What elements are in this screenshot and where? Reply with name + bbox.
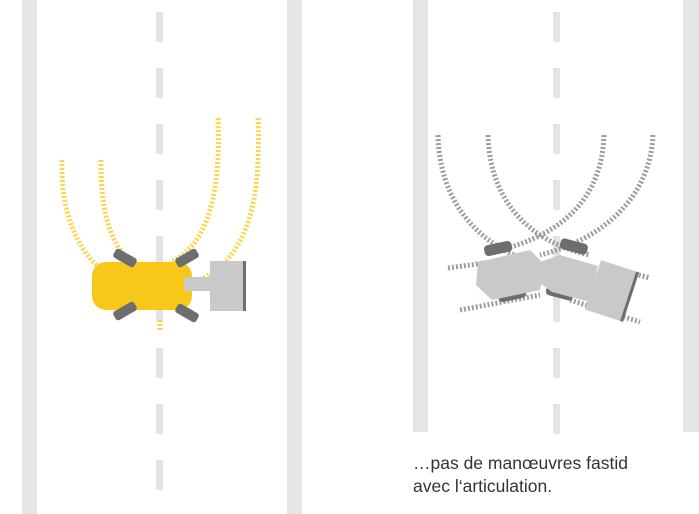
tire-rl xyxy=(113,301,137,321)
rear-frame xyxy=(476,250,545,300)
road-edge-right xyxy=(683,0,699,432)
road-edge-left xyxy=(413,0,428,432)
road-edge-left xyxy=(22,0,37,514)
caption-line-1: …pas de manœuvres fastid xyxy=(413,453,628,473)
front-frame xyxy=(536,255,598,302)
tire-fr xyxy=(175,248,199,268)
caption-line-2: avec l‘articulation. xyxy=(413,476,553,496)
tire-fl xyxy=(113,248,137,268)
bucket xyxy=(210,261,246,311)
loader-body xyxy=(92,262,192,310)
conventional-loader xyxy=(92,248,246,323)
tire xyxy=(484,240,513,257)
arm xyxy=(184,277,214,291)
tire-rr xyxy=(175,303,199,323)
road-edge-right xyxy=(287,0,302,514)
tire xyxy=(559,238,588,255)
left-road xyxy=(22,0,302,514)
caption: …pas de manœuvres fastid avec l‘articula… xyxy=(413,452,699,498)
articulated-loader xyxy=(476,238,640,322)
bucket-edge xyxy=(243,261,246,311)
bucket-edge xyxy=(620,271,640,322)
right-road xyxy=(413,0,699,434)
lane-dashes xyxy=(156,12,163,490)
